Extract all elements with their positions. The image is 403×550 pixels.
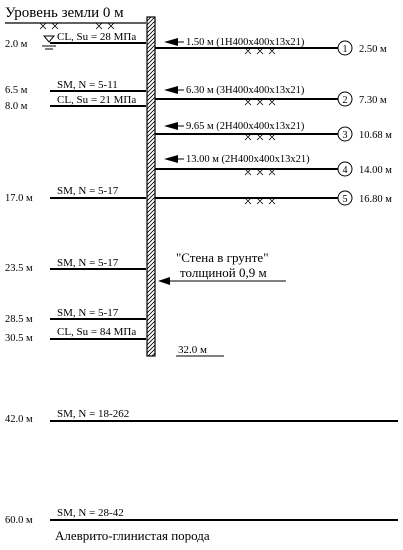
- depth-label: 28.5 м: [5, 314, 33, 325]
- svg-text:3: 3: [343, 130, 348, 141]
- svg-text:1: 1: [343, 44, 348, 55]
- strut-1: 1.50 м (1H400x400x13x21) 1 2.50 м: [155, 37, 387, 56]
- strut-depth: 10.68 м: [359, 130, 392, 141]
- ground-level-title: Уровень земли 0 м: [5, 5, 124, 21]
- soil-layer-label: CL, Su = 28 МПа: [57, 31, 136, 43]
- svg-text:5: 5: [343, 194, 348, 205]
- ground-surface: [5, 22, 146, 30]
- soil-layer-label: SM, N = 5-17: [57, 307, 119, 319]
- strut-3: 9.65 м (2H400x400x13x21) 3 10.68 м: [155, 121, 392, 142]
- soil-layer-label: SM, N = 5-11: [57, 79, 118, 91]
- strut-depth: 16.80 м: [359, 194, 392, 205]
- depth-label: 8.0 м: [5, 101, 28, 112]
- depth-label: 23.5 м: [5, 263, 33, 274]
- strut-depth: 2.50 м: [359, 44, 387, 55]
- strut-5: 5 16.80 м: [155, 190, 392, 206]
- layer-boundaries: [50, 42, 398, 521]
- strut-depth: 14.00 м: [359, 165, 392, 176]
- strut-4: 13.00 м (2H400x400x13x21) 4 14.00 м: [155, 154, 392, 177]
- soil-layer-label: SM, N = 5-17: [57, 257, 119, 269]
- depth-label: 17.0 м: [5, 193, 33, 204]
- depth-label: 42.0 м: [5, 414, 33, 425]
- diaphragm-wall: [146, 16, 156, 357]
- strut-label: 1.50 м (1H400x400x13x21): [186, 37, 305, 48]
- wall-label-line2: толщиной 0,9 м: [180, 265, 267, 280]
- bedrock-label: Алеврито-глинистая порода: [55, 528, 210, 543]
- strut-depth: 7.30 м: [359, 95, 387, 106]
- depth-label: 2.0 м: [5, 39, 28, 50]
- wall-bottom-label: 32.0 м: [178, 344, 207, 356]
- strut-label: 6.30 м (3H400x400x13x21): [186, 85, 305, 96]
- svg-text:2: 2: [343, 95, 348, 106]
- depth-label: 30.5 м: [5, 333, 33, 344]
- svg-text:4: 4: [343, 165, 348, 176]
- depth-label: 60.0 м: [5, 515, 33, 526]
- wall-label-line1: "Стена в грунте": [176, 250, 269, 265]
- soil-layer-label: SM, N = 28-42: [57, 507, 124, 519]
- soil-layer-label: CL, Su = 21 МПа: [57, 94, 136, 106]
- soil-layer-label: SM, N = 5-17: [57, 185, 119, 197]
- soil-layer-label: SM, N = 18-262: [57, 408, 129, 420]
- strut-2: 6.30 м (3H400x400x13x21) 2 7.30 м: [155, 85, 387, 107]
- soil-layer-label: CL, Su = 84 МПа: [57, 326, 136, 338]
- strut-label: 13.00 м (2H400x400x13x21): [186, 154, 310, 165]
- groundwater-level-icon: [42, 35, 56, 50]
- strut-label: 9.65 м (2H400x400x13x21): [186, 121, 305, 132]
- depth-label: 6.5 м: [5, 85, 28, 96]
